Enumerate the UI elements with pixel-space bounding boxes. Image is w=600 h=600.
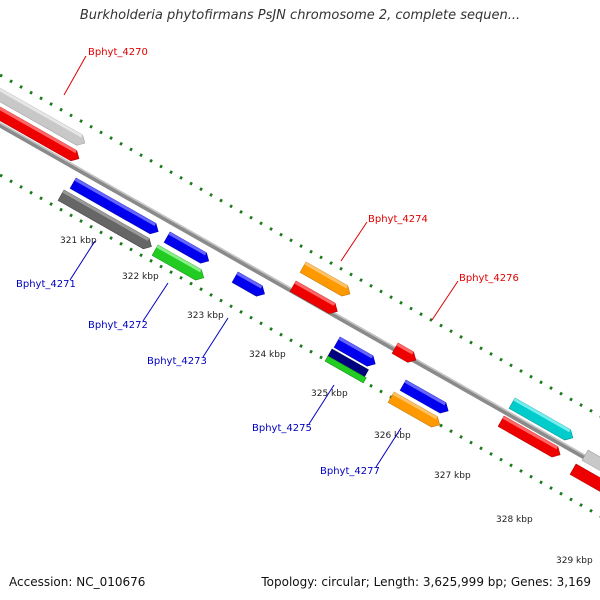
kbp-label: 325 kbp xyxy=(311,389,348,399)
gene-label-bphyt-4276[interactable]: Bphyt_4276 xyxy=(459,273,519,284)
leader-line-bphyt-4271 xyxy=(69,240,96,281)
kbp-labels: 321 kbp 322 kbp 323 kbp 324 kbp 325 kbp … xyxy=(60,236,593,566)
feature-bphyt-4273-blue[interactable] xyxy=(231,271,267,299)
leader-line-bphyt-4272 xyxy=(142,282,169,322)
gene-label-bphyt-4273[interactable]: Bphyt_4273 xyxy=(147,356,207,367)
feature-bphyt-4270-red[interactable] xyxy=(0,97,82,164)
leader-line-bphyt-4274 xyxy=(340,221,368,262)
kbp-label: 327 kbp xyxy=(434,471,471,481)
gene-label-bphyt-4272[interactable]: Bphyt_4272 xyxy=(88,320,148,331)
feature-bphyt-4272-green[interactable] xyxy=(151,244,207,283)
feature-bphyt-4275-green[interactable] xyxy=(324,355,367,384)
kbp-label: 328 kbp xyxy=(496,515,533,525)
kbp-label: 322 kbp xyxy=(122,272,159,282)
feature-bphyt-4270-lightgrey[interactable] xyxy=(0,77,88,148)
gene-label-bphyt-4275[interactable]: Bphyt_4275 xyxy=(252,423,312,434)
topology-summary: Topology: circular; Length: 3,625,999 bp… xyxy=(261,575,591,589)
leader-lines xyxy=(63,55,459,468)
accession-text: Accession: NC_010676 xyxy=(9,575,146,589)
kbp-label: 321 kbp xyxy=(60,236,97,246)
feature-bphyt-4275-blue[interactable] xyxy=(333,336,378,369)
gene-label-bphyt-4277[interactable]: Bphyt_4277 xyxy=(320,466,380,477)
feature-bphyt-4276-red[interactable] xyxy=(391,342,419,365)
feature-bphyt-4272-blue[interactable] xyxy=(163,231,212,266)
feature-bphyt-4277-orange[interactable] xyxy=(387,391,443,430)
gene-label-bphyt-4270[interactable]: Bphyt_4270 xyxy=(88,47,148,58)
inner-tick-row xyxy=(0,173,600,523)
feature-bphyt-4274-orange[interactable] xyxy=(299,261,353,299)
leader-line-bphyt-4275 xyxy=(308,384,335,425)
leader-line-bphyt-4277 xyxy=(375,427,402,468)
feature-red-right[interactable] xyxy=(497,415,563,460)
kbp-label: 326 kbp xyxy=(374,431,411,441)
kbp-label: 323 kbp xyxy=(187,311,224,321)
kbp-label: 324 kbp xyxy=(249,350,286,360)
feature-bphyt-4274-red[interactable] xyxy=(289,280,340,317)
gene-labels: Bphyt_4270 Bphyt_4271 Bphyt_4272 Bphyt_4… xyxy=(16,47,519,477)
gene-label-bphyt-4271[interactable]: Bphyt_4271 xyxy=(16,279,76,290)
map-title: Burkholderia phytofirmans PsJN chromosom… xyxy=(79,8,521,23)
leader-line-bphyt-4276 xyxy=(431,280,459,321)
outer-tick-row xyxy=(0,73,600,423)
leader-line-bphyt-4270 xyxy=(63,55,87,96)
leader-line-bphyt-4273 xyxy=(202,317,229,358)
kbp-label: 329 kbp xyxy=(556,556,593,566)
feature-cyan[interactable] xyxy=(508,397,576,443)
feature-bphyt-4271-blue[interactable] xyxy=(69,177,161,237)
feature-bphyt-4277-blue[interactable] xyxy=(399,379,451,416)
feature-bphyt-4271-grey[interactable] xyxy=(57,189,154,252)
gene-label-bphyt-4274[interactable]: Bphyt_4274 xyxy=(368,214,428,225)
feature-red-edge[interactable] xyxy=(569,463,600,495)
feature-lightgrey-edge[interactable] xyxy=(581,449,600,481)
